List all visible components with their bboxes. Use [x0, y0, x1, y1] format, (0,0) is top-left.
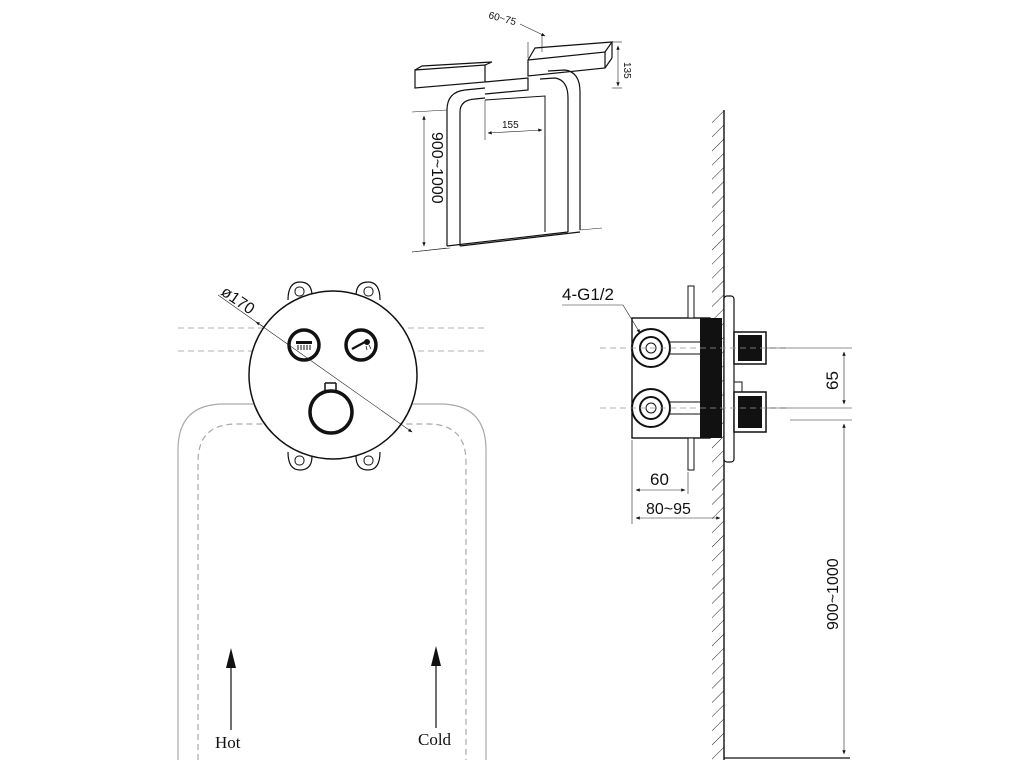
top-isometric-view: 60~75 135 155 900~1000	[411, 10, 632, 253]
mounting-ear-tr	[355, 281, 381, 301]
thermostat-knob	[308, 389, 354, 435]
hot-label: Hot	[215, 733, 241, 752]
dim-depth-range: 60~75	[487, 10, 517, 28]
front-view: ø170 Hot Cold	[177, 281, 487, 760]
dim-height-range-top: 900~1000	[428, 132, 445, 204]
dim-height-range-side: 900~1000	[825, 558, 842, 630]
faceplate-circle	[248, 290, 418, 460]
mounting-ear-bl	[287, 451, 313, 471]
dim-spacing: 155	[502, 120, 519, 131]
dim-outlet-spacing: 65	[823, 371, 842, 390]
dim-depth: 60	[650, 470, 669, 489]
hand-shower-icon	[351, 339, 372, 351]
cold-label: Cold	[418, 730, 452, 749]
side-view: 4-G1/2 65 900~1000 60 80~95	[562, 110, 852, 760]
dim-wall-depth-range: 80~95	[646, 501, 691, 518]
mounting-ear-tl	[287, 281, 313, 301]
dim-width-small: 135	[621, 62, 632, 79]
shower-icon	[296, 341, 312, 350]
dim-connection: 4-G1/2	[562, 285, 614, 304]
mounting-ear-br	[355, 451, 381, 471]
dim-diameter: ø170	[218, 283, 258, 318]
